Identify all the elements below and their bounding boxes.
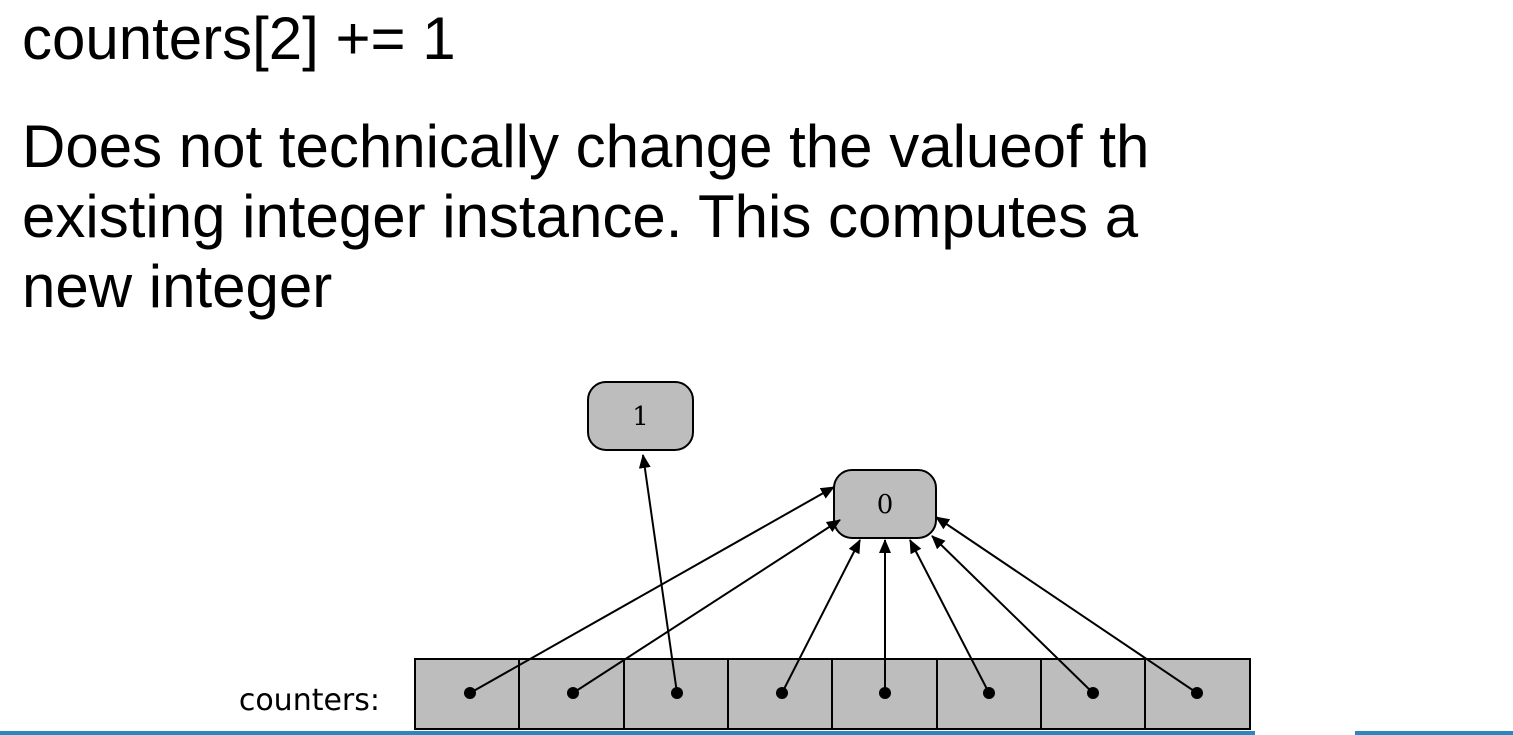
ref-arrow-cell-5 [909,539,990,694]
bottom-rule-gap [1255,731,1355,735]
ref-arrow-cell-3 [781,539,861,694]
int-node-new: 1 [587,381,694,451]
body-line-1: Does not technically change the valueof … [22,113,1150,180]
pointer-dot [983,687,995,699]
slide-heading: counters[2] += 1 [22,5,456,72]
list-label: counters: [239,683,380,718]
body-line-3: new integer [22,253,333,320]
ref-arrow-cell-7 [935,516,1198,694]
ref-arrow-cell-2 [638,454,678,694]
ref-arrow-cell-6 [931,535,1094,694]
pointer-dots [464,687,1203,699]
pointer-dot [1191,687,1203,699]
int-node-old-box [833,469,937,539]
pointer-dot [671,687,683,699]
slide-body: Does not technically change the valueof … [22,112,1149,322]
ref-arrow-cell-0 [469,486,835,694]
pointer-dot [879,687,891,699]
pointer-dot [464,687,476,699]
reference-arrows [469,454,1198,694]
bottom-accent-rule [0,731,1513,735]
pointer-dot [567,687,579,699]
int-node-new-label: 1 [632,402,649,432]
pointer-dot [1087,687,1099,699]
int-node-old-label: 0 [877,490,894,520]
ref-arrow-cell-1 [572,519,841,694]
body-line-2: existing integer instance. This computes… [22,183,1139,250]
int-node-new-box [587,381,694,451]
list-cells [414,658,1251,730]
int-node-old: 0 [833,469,937,539]
pointer-dot [776,687,788,699]
